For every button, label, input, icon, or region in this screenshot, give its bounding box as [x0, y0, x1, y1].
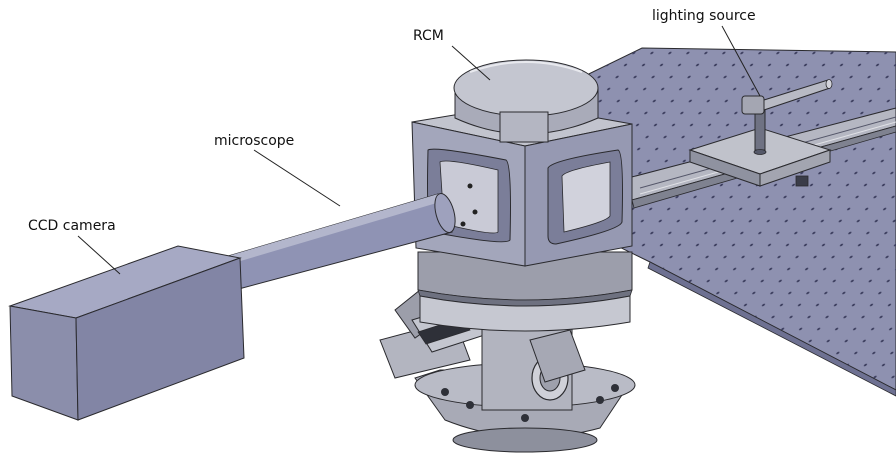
rcm-leader-line — [451, 45, 491, 81]
rcm-label: RCM — [413, 28, 444, 44]
ccd-camera-leader-line — [77, 235, 121, 275]
ccd-camera-label: CCD camera — [28, 218, 116, 234]
microscope-tube — [207, 193, 456, 295]
lighting-source-label: lighting source — [652, 8, 756, 24]
rotary-stage-stack — [417, 251, 633, 332]
lighting-source-leader-line — [721, 25, 761, 97]
ccd-camera-body — [8, 245, 245, 421]
microscope-leader-line — [253, 149, 341, 207]
lower-mount — [379, 289, 636, 453]
rail-carriage — [688, 127, 832, 187]
microscope-label: microscope — [214, 133, 295, 149]
rcm-top-cap — [453, 59, 599, 143]
lighting-source-assembly — [741, 79, 833, 155]
